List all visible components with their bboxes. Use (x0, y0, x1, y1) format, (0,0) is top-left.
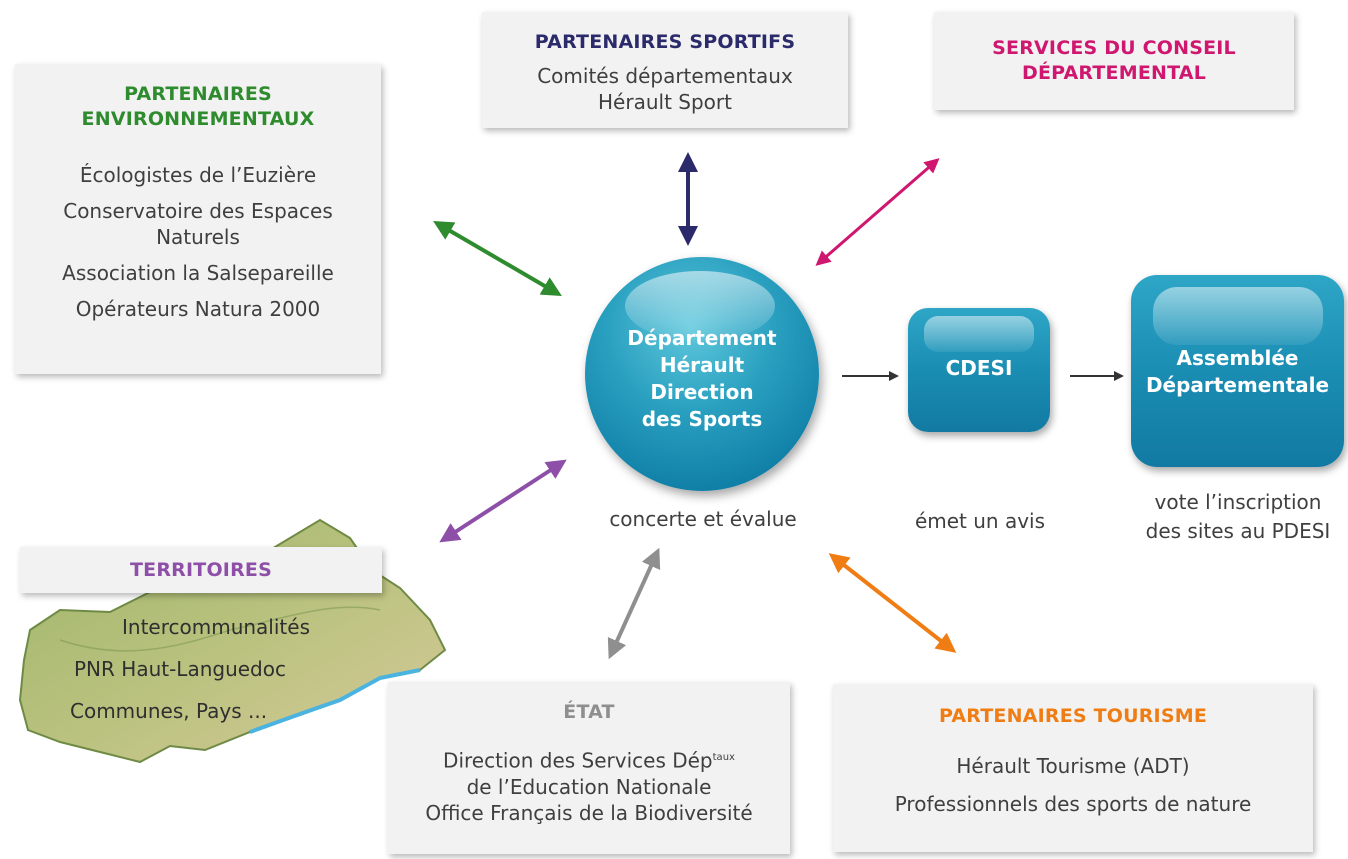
arrow-environment (433, 220, 562, 297)
assembly-box: Assemblée Départementale (1131, 275, 1344, 467)
state-item: de l’Education Nationale (466, 774, 712, 799)
environment-item: Association la Salsepareille (62, 261, 334, 285)
cdesi-caption: émet un avis (914, 509, 1046, 533)
arrow-territories (439, 459, 567, 543)
tourism-item: Hérault Tourisme (ADT) (956, 754, 1190, 778)
sport-item: Comités départementaux (537, 64, 793, 88)
environment-item: Opérateurs Natura 2000 (75, 297, 321, 321)
environment-item: Naturels (156, 225, 240, 249)
environment-item: Conservatoire des Espaces (63, 199, 333, 223)
council-services-box: SERVICES DU CONSEIL DÉPARTEMENTAL (934, 12, 1294, 110)
tourism-title: PARTENAIRES TOURISME (939, 705, 1207, 727)
council-title: SERVICES DU CONSEIL DÉPARTEMENTAL (992, 37, 1236, 84)
territories-title-box: TERRITOIRES (20, 547, 382, 593)
environment-partners-box: PARTENAIRES ENVIRONNEMENTAUX Écologistes… (15, 64, 381, 374)
territory-item: Intercommunalités (122, 615, 310, 639)
territories-title: TERRITOIRES (130, 559, 272, 581)
cdesi-box: CDESI (908, 308, 1050, 432)
state-item: Direction des Services Déptaux (443, 748, 735, 773)
center-caption: concerte et évalue (609, 507, 797, 531)
arrow-council (815, 158, 940, 266)
assembly-caption: vote l’inscription des sites au PDESI (1145, 490, 1331, 543)
department-sports-label: Département Hérault Direction des Sports (627, 326, 777, 431)
arrow-tourism (828, 553, 957, 653)
sport-item: Hérault Sport (598, 90, 732, 114)
cdesi-label: CDESI (945, 356, 1013, 380)
environment-title: PARTENAIRES ENVIRONNEMENTAUX (81, 83, 315, 130)
assembly-label: Assemblée Départementale (1145, 346, 1330, 397)
environment-item: Écologistes de l’Euzière (79, 163, 317, 187)
sport-title: PARTENAIRES SPORTIFS (534, 31, 796, 53)
territory-item: Communes, Pays ... (70, 699, 268, 723)
territory-item: PNR Haut-Languedoc (74, 657, 286, 681)
tourism-item: Professionnels des sports de nature (894, 792, 1252, 816)
sport-partners-box: PARTENAIRES SPORTIFS Comités département… (482, 12, 848, 128)
department-sports-circle: Département Hérault Direction des Sports (585, 257, 819, 491)
state-item: Office Français de la Biodiversité (425, 800, 753, 825)
state-title: ÉTAT (563, 701, 615, 723)
arrow-state (607, 547, 661, 660)
tourism-box: PARTENAIRES TOURISME Hérault Tourisme (A… (833, 684, 1313, 852)
state-box: ÉTAT Direction des Services Déptaux de l… (388, 682, 790, 854)
